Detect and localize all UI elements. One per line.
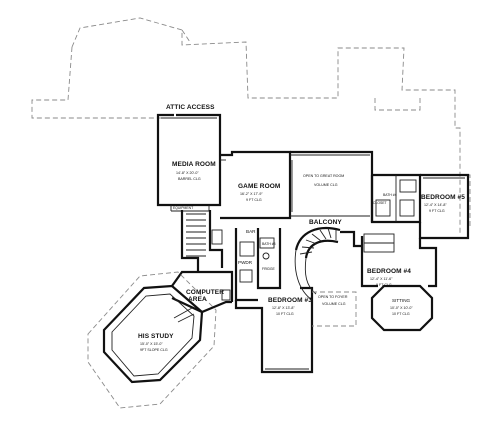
label-bedroom3-clg: 10 FT CLG	[276, 312, 294, 316]
label-fridge: FRIDGE	[262, 267, 276, 271]
label-media-room-dims: 14'-8" X 20'-0"	[176, 171, 199, 175]
label-closet: CLOSET	[373, 201, 387, 205]
label-sitting-clg: 10 FT CLG	[392, 312, 410, 316]
label-balcony: BALCONY	[309, 219, 342, 226]
label-his-study: HIS STUDY	[138, 333, 174, 340]
label-his-study-dims: 15'-0" X 15'-0"	[140, 342, 163, 346]
label-open-great-room: OPEN TO GREAT ROOM	[303, 174, 344, 178]
label-bar: BAR	[246, 229, 256, 234]
label-bedroom3: BEDROOM #3	[268, 297, 312, 304]
label-bedroom5-clg: 9 FT CLG	[429, 209, 445, 213]
label-computer: COMPUTER	[186, 289, 224, 296]
label-bath3: BATH #3	[262, 242, 276, 246]
media-room	[156, 113, 226, 212]
label-game-room: GAME ROOM	[238, 183, 280, 190]
label-area: AREA	[188, 296, 207, 303]
roof-outline	[31, 17, 471, 235]
bedroom5	[418, 173, 470, 240]
computer-area	[171, 270, 234, 314]
label-game-room-dims: 16'-2" X 17'-9"	[240, 192, 263, 196]
label-his-study-clg: 9FT SLOPE CLG	[140, 348, 168, 352]
label-sitting-dims: 10'-0" X 10'-0"	[390, 306, 413, 310]
label-media-room-clg: BARREL CLG	[178, 177, 201, 181]
label-bedroom4: BEDROOM #4	[367, 268, 411, 275]
label-open-foyer: OPEN TO FOYER	[318, 295, 348, 299]
label-open-great-room-clg: VOLUME CLG	[314, 183, 338, 187]
label-sitting: SITTING	[392, 298, 411, 303]
label-game-room-clg: 9 FT CLG	[246, 198, 262, 202]
label-bath4: BATH #4	[383, 193, 397, 197]
curved-stair	[294, 226, 362, 327]
label-equipment: EQUIPMENT	[173, 206, 193, 210]
bath4-block	[370, 173, 422, 224]
label-media-room: MEDIA ROOM	[172, 161, 216, 168]
room-labels: ATTIC ACCESS MEDIA ROOM 14'-8" X 20'-0" …	[138, 104, 465, 352]
label-bedroom4-clg: 9 FT CLG	[376, 283, 392, 287]
label-bedroom3-dims: 12'-8" X 13'-8"	[272, 306, 295, 310]
label-attic-access: ATTIC ACCESS	[166, 104, 215, 111]
label-bedroom5: BEDROOM #5	[421, 194, 465, 201]
label-open-foyer-clg: VOLUME CLG	[322, 302, 346, 306]
label-bedroom4-dims: 12'-4" X 11'-6"	[370, 277, 393, 281]
bedroom3	[234, 286, 314, 374]
his-study	[87, 271, 217, 409]
label-pwdr: PWDR	[238, 260, 253, 265]
bedroom4	[360, 233, 438, 332]
label-bedroom5-dims: 12'-4" X 14'-8"	[424, 203, 447, 207]
left-stair	[180, 210, 224, 272]
